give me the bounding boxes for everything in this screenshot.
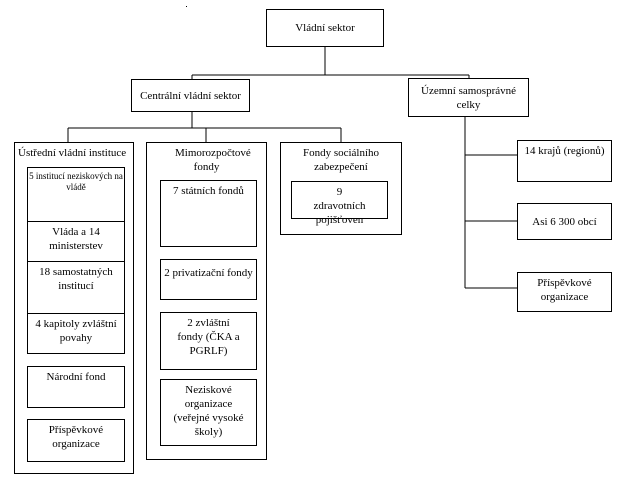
item-zdravotni-pojistovny: 9 zdravotních pojišťoven	[291, 181, 388, 226]
node-label: Vládní sektor	[295, 22, 355, 34]
item-zvlastni-fondy: 2 zvláštní fondy (ČKA a PGRLF)	[160, 312, 257, 370]
item-vlada-ministerstva: Vláda a 14 ministerstev	[27, 221, 125, 262]
node-vladni-sektor: Vládní sektor	[266, 9, 384, 47]
group-title: Fondy sociálního zabezpečení	[302, 147, 380, 173]
group-title: Mimorozpočtové fondy	[175, 147, 251, 173]
item-label: 7 státních fondů	[173, 185, 244, 197]
item-prispevkove-organizace-uzemni: Příspěvkové organizace	[517, 272, 612, 312]
item-narodni-fond: Národní fond	[27, 366, 125, 408]
item-label: Asi 6 300 obcí	[532, 215, 597, 228]
item-neziskove-organizace: Neziskové organizace (veřejné vysoké ško…	[160, 379, 257, 446]
item-kapitoly-zvlastni-povahy: 4 kapitoly zvláštní povahy	[27, 313, 125, 354]
item-label: 18 samostatných institucí	[39, 266, 113, 292]
item-label: 2 zvláštní fondy (ČKA a PGRLF)	[177, 317, 240, 357]
item-obce: Asi 6 300 obcí	[517, 203, 612, 240]
node-centralni-vladni-sektor: Centrální vládní sektor	[131, 79, 250, 112]
item-samostatne-instituce: 18 samostatných institucí	[27, 261, 125, 314]
item-label: Neziskové organizace (veřejné vysoké ško…	[173, 384, 244, 438]
item-prispevkove-organizace-ustredni: Příspěvkové organizace	[27, 419, 125, 462]
item-label: 4 kapitoly zvláštní povahy	[35, 318, 117, 344]
node-uzemni-samospravne-celky: Územní samosprávné celky	[408, 78, 529, 117]
item-kraje: 14 krajů (regionů)	[517, 140, 612, 182]
stray-dot	[186, 6, 187, 7]
item-label: 14 krajů (regionů)	[524, 145, 605, 157]
item-label: Vláda a 14 ministerstev	[49, 226, 103, 252]
item-label: 9 zdravotních pojišťoven	[313, 186, 366, 226]
item-label: Příspěvkové organizace	[537, 277, 592, 303]
item-label: Příspěvkové organizace	[48, 424, 104, 450]
item-label: 2 privatizační fondy	[164, 267, 253, 279]
node-label: Územní samosprávné celky	[421, 85, 516, 111]
item-privatizacni-fondy: 2 privatizační fondy	[160, 259, 257, 300]
item-statni-fondy: 7 státních fondů	[160, 180, 257, 247]
group-title: Ústřední vládní instituce	[18, 147, 127, 159]
node-label: Centrální vládní sektor	[140, 89, 241, 102]
item-institutions-neziskove: 5 institucí neziskových na vládě	[27, 167, 125, 222]
item-label: 5 institucí neziskových na vládě	[29, 171, 123, 192]
item-label: Národní fond	[46, 371, 106, 383]
